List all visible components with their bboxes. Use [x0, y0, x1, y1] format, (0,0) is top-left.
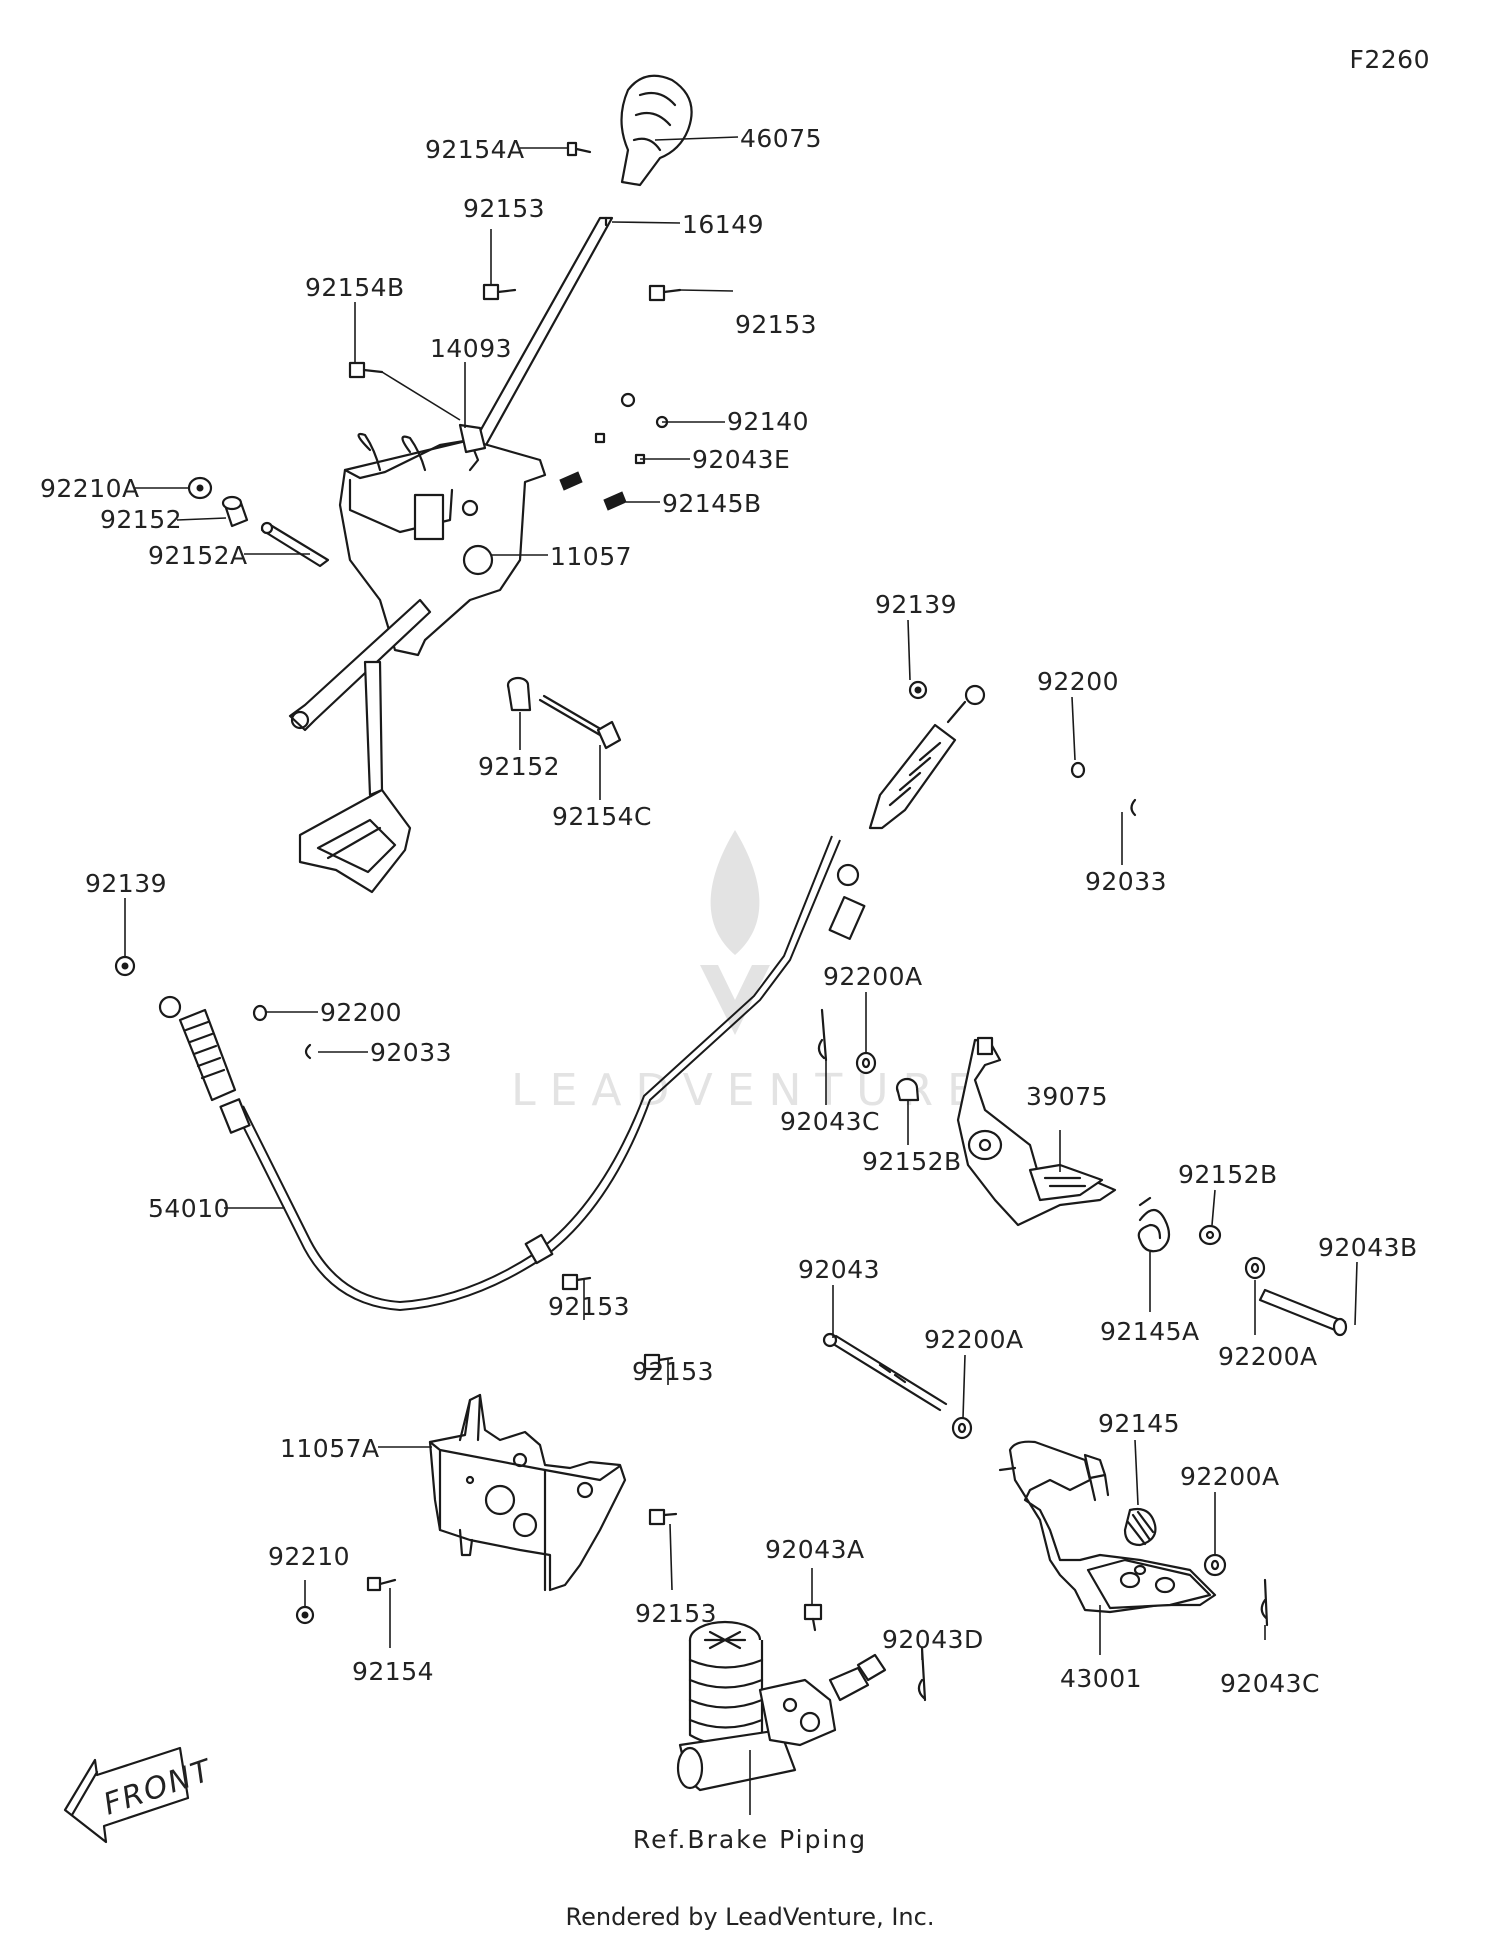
bolt-92154B[interactable]	[348, 361, 384, 379]
label-92033-b[interactable]: 92033	[370, 1038, 452, 1067]
clip-92043C-lower[interactable]	[1260, 1578, 1269, 1627]
label-92152B-b[interactable]: 92152B	[1178, 1160, 1278, 1189]
label-92139-a[interactable]: 92139	[875, 590, 957, 619]
pin-92043E[interactable]	[594, 432, 646, 465]
washer-92200A-right[interactable]	[1244, 1256, 1266, 1280]
bolt-92043A[interactable]	[803, 1603, 823, 1632]
nut-92210A[interactable]	[187, 476, 213, 500]
bolt-92153-top[interactable]	[482, 283, 517, 301]
ref-brake-piping-label[interactable]: Ref.Brake Piping	[633, 1825, 867, 1854]
washer-92200-right[interactable]	[1070, 761, 1086, 779]
label-92153-b[interactable]: 92153	[735, 310, 817, 339]
label-43001[interactable]: 43001	[1060, 1664, 1142, 1693]
clip-92043C-upper[interactable]	[817, 1008, 828, 1062]
leader-lines	[124, 136, 1358, 1815]
pedal-43001[interactable]	[998, 1440, 1217, 1614]
label-92200A-c[interactable]: 92200A	[1218, 1342, 1318, 1371]
washer-92200A-lower[interactable]	[1203, 1553, 1227, 1577]
label-92210[interactable]: 92210	[268, 1542, 350, 1571]
label-92043B[interactable]: 92043B	[1318, 1233, 1418, 1262]
collar-92152-left[interactable]	[221, 495, 249, 528]
label-92210A[interactable]: 92210A	[40, 474, 140, 503]
bolt-92153-right[interactable]	[648, 284, 682, 302]
bolt-92154C[interactable]	[538, 694, 622, 750]
shaft-92152A[interactable]	[260, 521, 330, 568]
label-39075[interactable]: 39075	[1026, 1082, 1108, 1111]
part-labels: 46075 92154A 92153 16149 92154B 92153 14…	[40, 124, 1418, 1698]
clutch-cable-54010[interactable]	[158, 684, 986, 1312]
label-92154[interactable]: 92154	[352, 1657, 434, 1686]
label-92200A-a[interactable]: 92200A	[823, 962, 923, 991]
label-92140[interactable]: 92140	[727, 407, 809, 436]
shift-knob-46075[interactable]	[620, 74, 693, 187]
label-92145[interactable]: 92145	[1098, 1409, 1180, 1438]
label-92139-b[interactable]: 92139	[85, 869, 167, 898]
bolt-92153-lower-b[interactable]	[643, 1353, 674, 1371]
label-11057[interactable]: 11057	[550, 542, 632, 571]
label-92200A-d[interactable]: 92200A	[1180, 1462, 1280, 1491]
washer-92200A-mid[interactable]	[951, 1416, 973, 1440]
nut-92139-left[interactable]	[114, 955, 136, 977]
label-14093[interactable]: 14093	[430, 334, 512, 363]
label-92154A[interactable]: 92154A	[425, 135, 525, 164]
label-92200-a[interactable]: 92200	[1037, 667, 1119, 696]
spring-92145B[interactable]	[559, 471, 627, 511]
spring-92145A[interactable]	[1137, 1196, 1171, 1253]
bolt-92153-lower-c[interactable]	[648, 1508, 678, 1526]
diagram-code: F2260	[1349, 45, 1430, 74]
washer-92200-left[interactable]	[252, 1004, 268, 1022]
label-92152B-a[interactable]: 92152B	[862, 1147, 962, 1176]
collar-92152B-lower[interactable]	[1198, 1224, 1222, 1246]
nut-92210[interactable]	[295, 1605, 315, 1625]
spring-92145[interactable]	[1123, 1507, 1157, 1547]
label-92033-a[interactable]: 92033	[1085, 867, 1167, 896]
label-92145B[interactable]: 92145B	[662, 489, 762, 518]
footer-credit: Rendered by LeadVenture, Inc.	[566, 1903, 935, 1931]
pedal-arm-14093[interactable]	[288, 423, 487, 894]
bolt-92153-lower-a[interactable]	[561, 1273, 592, 1291]
label-92043C-b[interactable]: 92043C	[1220, 1669, 1320, 1698]
collar-92152B-upper[interactable]	[895, 1077, 920, 1102]
label-92153-d[interactable]: 92153	[632, 1357, 714, 1386]
label-92153-a[interactable]: 92153	[463, 194, 545, 223]
label-46075[interactable]: 46075	[740, 124, 822, 153]
pedal-bracket-11057[interactable]	[338, 432, 547, 657]
label-16149[interactable]: 16149	[682, 210, 764, 239]
label-92153-e[interactable]: 92153	[635, 1599, 717, 1628]
front-arrow: FRONT	[63, 1746, 218, 1844]
pin-92043[interactable]	[822, 1332, 948, 1412]
bolt-92154[interactable]	[366, 1576, 397, 1592]
label-54010[interactable]: 54010	[148, 1194, 230, 1223]
label-92154B[interactable]: 92154B	[305, 273, 405, 302]
master-cylinder[interactable]	[676, 1620, 887, 1792]
label-92043C-a[interactable]: 92043C	[780, 1107, 880, 1136]
shift-lever-16149[interactable]	[472, 216, 614, 447]
label-92043E[interactable]: 92043E	[692, 445, 790, 474]
label-92200-b[interactable]: 92200	[320, 998, 402, 1027]
label-92154C[interactable]: 92154C	[552, 802, 652, 831]
nut-92139-right[interactable]	[908, 680, 928, 700]
label-92043D[interactable]: 92043D	[882, 1625, 984, 1654]
label-92152-b[interactable]: 92152	[478, 752, 560, 781]
label-92152A[interactable]: 92152A	[148, 541, 248, 570]
label-92145A[interactable]: 92145A	[1100, 1317, 1200, 1346]
label-92043A[interactable]: 92043A	[765, 1535, 865, 1564]
ball-92140[interactable]	[620, 392, 669, 429]
label-92153-c[interactable]: 92153	[548, 1292, 630, 1321]
pin-92043B[interactable]	[1258, 1288, 1348, 1337]
pedal-39075[interactable]	[956, 1036, 1117, 1227]
clip-92033-right[interactable]	[1130, 798, 1137, 817]
collar-92152-mid[interactable]	[506, 676, 532, 712]
bolt-92154A[interactable]	[566, 141, 592, 157]
label-92152-a[interactable]: 92152	[100, 505, 182, 534]
clip-92033-left[interactable]	[304, 1043, 312, 1060]
label-11057A[interactable]: 11057A	[280, 1434, 380, 1463]
washer-92200A-upper[interactable]	[855, 1051, 877, 1075]
bracket-11057A[interactable]	[428, 1393, 627, 1592]
label-92200A-b[interactable]: 92200A	[924, 1325, 1024, 1354]
label-92043[interactable]: 92043	[798, 1255, 880, 1284]
